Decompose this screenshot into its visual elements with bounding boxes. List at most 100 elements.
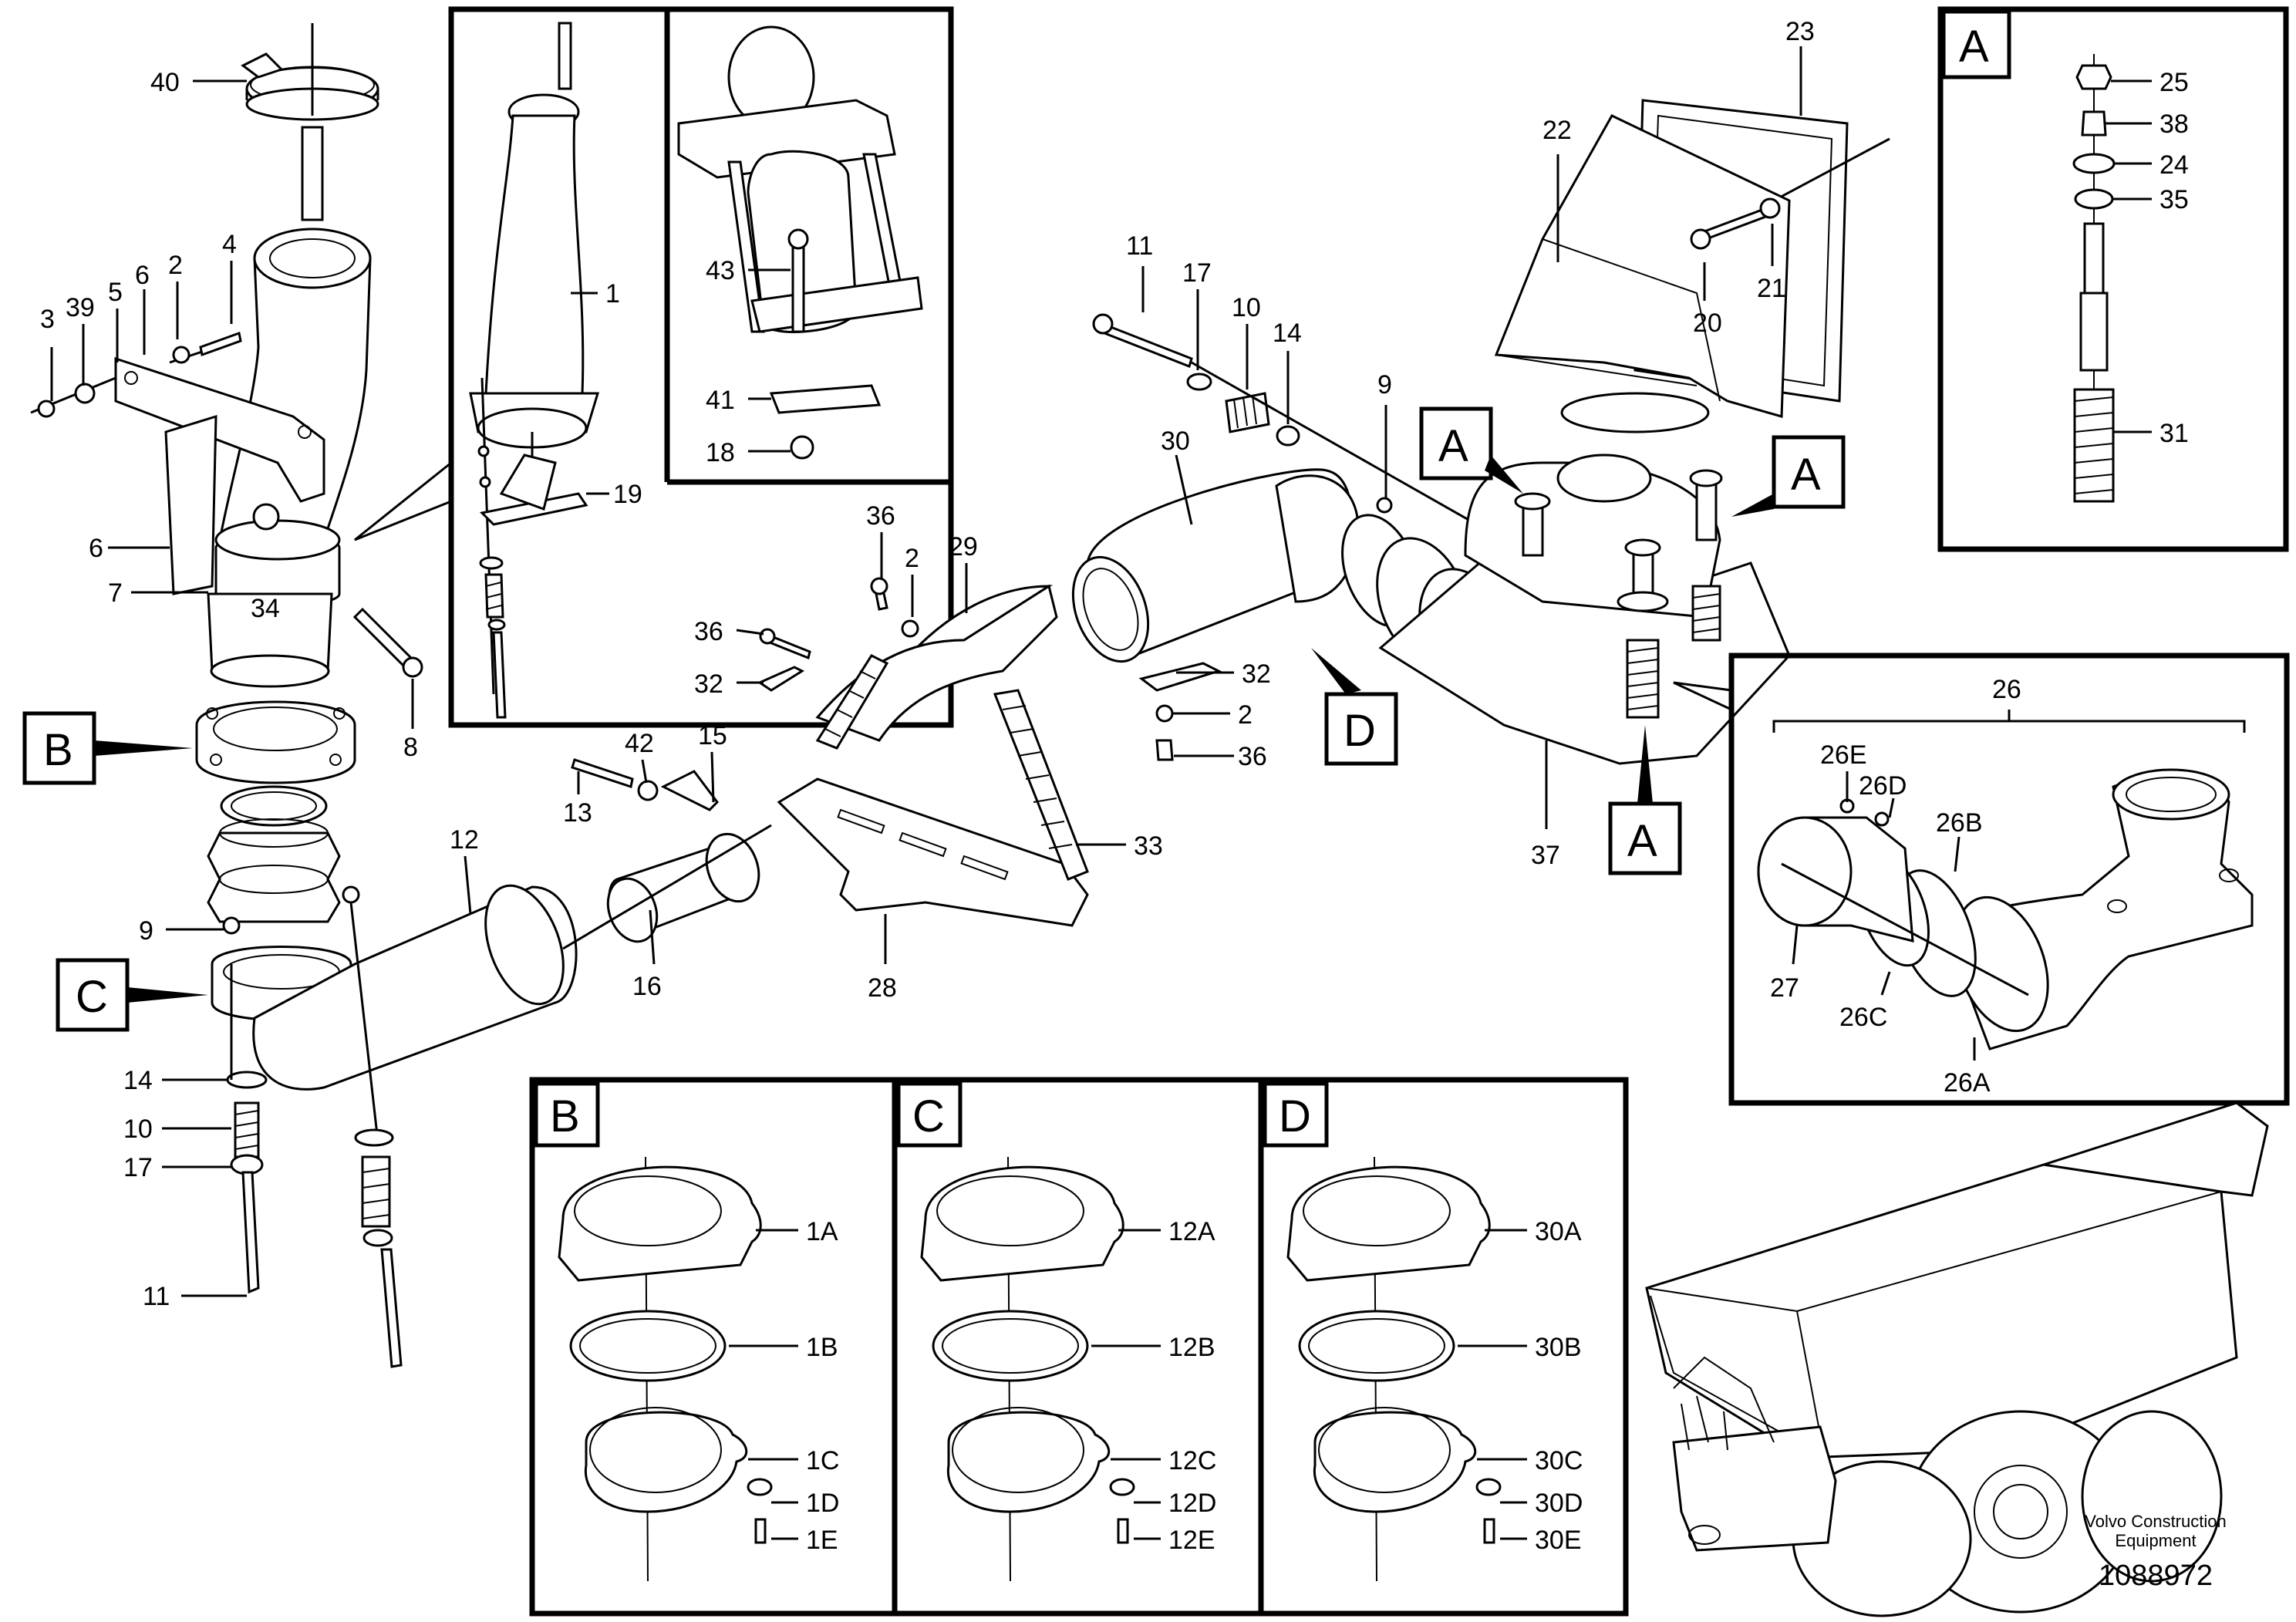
callout-36a: 36 <box>866 501 895 531</box>
detail-B: B 1A 1B 1C 1D 1E <box>534 1081 839 1582</box>
callout-26B: 26B <box>1936 808 1983 838</box>
callout-16: 16 <box>632 972 662 1001</box>
callout-12D: 12D <box>1168 1489 1216 1518</box>
detail-B-title: B <box>550 1091 580 1141</box>
callout-28: 28 <box>868 973 897 1003</box>
callout-1C: 1C <box>806 1446 839 1475</box>
detail-D: D 30A 30B 30C 30D 30E <box>1263 1081 1583 1582</box>
callout-7: 7 <box>108 578 123 608</box>
callout-43: 43 <box>706 256 735 285</box>
callout-30A: 30A <box>1535 1217 1582 1246</box>
callout-20: 20 <box>1693 309 1722 338</box>
callout-32a: 32 <box>694 669 723 699</box>
callout-3: 3 <box>40 305 55 334</box>
detail-26: 26 <box>1673 653 2290 1106</box>
callout-36b: 36 <box>694 617 723 646</box>
drawing-number: 1088972 <box>2099 1560 2213 1592</box>
callout-34: 34 <box>251 594 280 623</box>
detail-C-title: C <box>912 1091 945 1141</box>
callout-21: 21 <box>1757 274 1786 303</box>
callout-31: 31 <box>2159 419 2189 448</box>
section-marker-B: B <box>43 725 73 775</box>
callout-12B: 12B <box>1168 1333 1215 1362</box>
detail-D-title: D <box>1279 1091 1311 1141</box>
callout-2: 2 <box>168 251 183 280</box>
callout-26E: 26E <box>1820 740 1867 770</box>
dump-truck-illustration <box>1645 1101 2269 1617</box>
brand-line-1: Volvo Construction <box>2085 1512 2226 1531</box>
inset-callouts: 1 19 43 41 18 <box>571 256 791 509</box>
callout-8: 8 <box>403 733 418 762</box>
callout-9b: 9 <box>1377 370 1392 400</box>
callout-1A: 1A <box>806 1217 838 1246</box>
section-marker-D: D <box>1344 706 1376 756</box>
callout-17b: 17 <box>1182 258 1212 288</box>
callout-42: 42 <box>625 729 654 758</box>
right-callouts: 22 23 20 21 A A A 37 <box>1419 17 1846 875</box>
callout-11: 11 <box>143 1282 170 1311</box>
callout-5: 5 <box>108 278 123 307</box>
callout-2c: 2 <box>1238 700 1253 730</box>
detail-26-title: 26 <box>1992 675 2021 704</box>
callout-22: 22 <box>1542 116 1572 145</box>
callout-29: 29 <box>949 532 978 561</box>
callout-10: 10 <box>123 1114 153 1144</box>
brand-line-2: Equipment <box>2115 1531 2196 1550</box>
callout-36c: 36 <box>1238 742 1267 771</box>
callout-10b: 10 <box>1232 293 1261 322</box>
callout-30B: 30B <box>1535 1333 1582 1362</box>
callout-4: 4 <box>222 230 237 259</box>
callout-35: 35 <box>2159 185 2189 214</box>
right-assembly <box>1378 99 1890 765</box>
callout-30E: 30E <box>1535 1526 1582 1555</box>
inset-pipe-and-valve <box>354 6 954 728</box>
callout-12E: 12E <box>1168 1526 1215 1555</box>
left-callouts: 40 3 39 6 5 2 4 6 7 34 8 B C 9 14 10 17 … <box>22 68 727 1311</box>
callout-24: 24 <box>2159 150 2189 180</box>
callout-39: 39 <box>66 293 95 322</box>
callout-33: 33 <box>1134 831 1163 861</box>
callout-23: 23 <box>1785 17 1815 46</box>
callout-26D: 26D <box>1859 771 1907 801</box>
callout-26C: 26C <box>1839 1003 1887 1032</box>
callout-40: 40 <box>150 68 180 97</box>
section-marker-A-3: A <box>1627 816 1657 866</box>
callout-14: 14 <box>123 1066 153 1095</box>
callout-1E: 1E <box>806 1526 838 1555</box>
callout-1B: 1B <box>806 1333 838 1362</box>
callout-30C: 30C <box>1535 1446 1583 1475</box>
detail-A-title: A <box>1959 22 1989 72</box>
callout-13: 13 <box>563 798 592 828</box>
details-BCD <box>529 1077 1629 1617</box>
left-assembly <box>30 23 772 1368</box>
detail-A: A 25 38 24 35 31 <box>1937 6 2289 552</box>
callout-12: 12 <box>450 825 479 855</box>
callout-41: 41 <box>706 386 735 415</box>
callout-18: 18 <box>706 438 735 467</box>
callout-17: 17 <box>123 1153 153 1182</box>
callout-11b: 11 <box>1126 231 1153 261</box>
callout-14b: 14 <box>1273 319 1302 348</box>
callout-1D: 1D <box>806 1489 839 1518</box>
callout-38: 38 <box>2159 110 2189 139</box>
section-marker-A-2: A <box>1791 450 1821 500</box>
callout-32b: 32 <box>1242 659 1271 689</box>
callout-9: 9 <box>139 916 153 946</box>
callout-6b: 6 <box>89 534 103 563</box>
callout-27: 27 <box>1770 973 1799 1003</box>
detail-C: C 12A 12B 12C 12D 12E <box>896 1081 1216 1582</box>
callout-30D: 30D <box>1535 1489 1583 1518</box>
detail-26-callouts: 26E 26D 26B 27 26C 26A <box>1770 740 1991 1098</box>
callout-6a: 6 <box>135 261 150 290</box>
callout-1: 1 <box>605 279 620 309</box>
section-marker-A-1: A <box>1438 421 1468 471</box>
callout-12A: 12A <box>1168 1217 1215 1246</box>
center-callouts: 36 2 29 36 32 28 33 30 32 2 36 D 11 17 1… <box>694 231 1398 1003</box>
callout-26A: 26A <box>1944 1068 1991 1098</box>
callout-37: 37 <box>1531 841 1560 870</box>
callout-12C: 12C <box>1168 1446 1216 1475</box>
footer: Volvo Construction Equipment 1088972 <box>2085 1512 2226 1592</box>
callout-30: 30 <box>1161 427 1190 456</box>
callout-19: 19 <box>613 480 642 509</box>
